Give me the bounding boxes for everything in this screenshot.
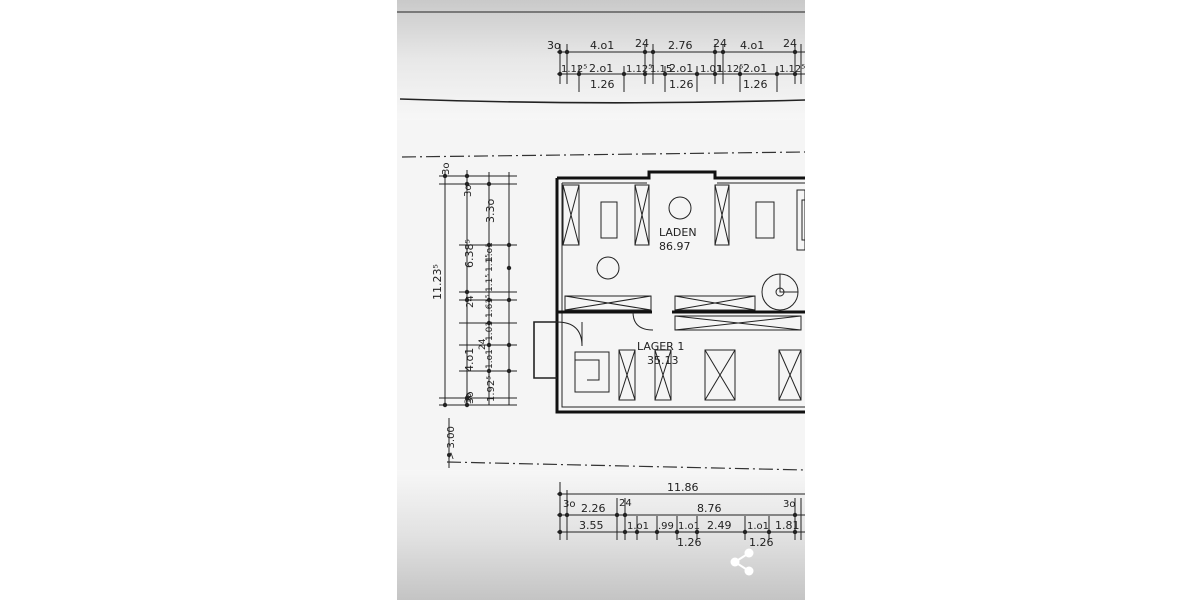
left-dim-mid-2: 6.38⁵ [463, 239, 476, 268]
floor-plan-drawing: 3o 4.o1 24 2.76 24 4.o1 24 1.12⁵ 2.o1 1.… [397, 0, 805, 600]
lager-stair [574, 351, 610, 393]
room-area-lager: 35.13 [647, 354, 679, 367]
left-dim-mid-3: 24 [465, 295, 476, 308]
bottom-dimension-chain: 11.86 3o 2.26 24 8.76 3o 3.55 1.o1 .99 1… [557, 481, 805, 549]
left-dim-inner-10: 1.92⁵ [486, 376, 497, 402]
left-dim-inner-6: 1.61⁵ [485, 294, 495, 318]
top-dim-2-7: 1.12⁵ [717, 64, 743, 75]
left-dim-total: 11.23⁵ [431, 264, 444, 300]
room-area-laden: 86.97 [659, 240, 691, 253]
bottom-dim-3-2: 1.o1 [627, 521, 649, 532]
bottom-axis-line [446, 461, 805, 471]
left-dim-mid-1: 3o [441, 163, 452, 175]
left-dim-mid-4: 4.o1 [463, 348, 476, 372]
share-icon[interactable] [730, 548, 754, 576]
building-walls [533, 170, 805, 414]
bottom-dim-4-2: 1.26 [749, 536, 774, 549]
left-dim-inner-7: 1.01 [485, 321, 495, 341]
left-dim-inner-8: 24 [478, 338, 488, 350]
top-dim-1-4: 2.76 [668, 39, 693, 52]
top-dimension-chain: 3o 4.o1 24 2.76 24 4.o1 24 1.12⁵ 2.o1 1.… [547, 37, 805, 92]
left-dim-inner-4: 1.1⁵ [485, 254, 495, 272]
door-swing [632, 311, 654, 331]
bottom-shadow [397, 470, 805, 600]
left-dim-inner-3: 1.o1 [485, 242, 495, 262]
shelving-units [562, 184, 805, 401]
bottom-dim-3-1: 3.55 [579, 519, 604, 532]
top-dim-2-4: 1.15 [650, 64, 672, 75]
left-dim-mid-5: 3o [465, 392, 476, 404]
left-dim-inner-2: 3.3o [484, 199, 497, 223]
top-dim-2-6: 1.01 [700, 64, 722, 75]
top-dim-1-7: 24 [783, 37, 797, 50]
top-dim-2-8: 2.o1 [743, 62, 767, 75]
floor-plan-sheet: 3o 4.o1 24 2.76 24 4.o1 24 1.12⁵ 2.o1 1.… [397, 0, 805, 600]
left-dim-inner-1: 3o [463, 185, 474, 197]
top-dim-1-1: 3o [547, 39, 561, 52]
bottom-dim-4-1: 1.26 [677, 536, 702, 549]
left-dim-setback: > 3.00 [446, 426, 457, 460]
top-dim-3-1: 1.26 [590, 78, 615, 91]
bottom-dim-2-4: 8.76 [697, 502, 722, 515]
bottom-dim-2-5: 3o [783, 499, 795, 510]
top-dim-1-5: 24 [713, 37, 727, 50]
top-dim-1-2: 4.o1 [590, 39, 614, 52]
bottom-dim-3-3: .99 [658, 521, 674, 532]
room-name-lager: LAGER 1 [637, 340, 684, 353]
top-dim-2-3: 1.12⁵ [626, 64, 652, 75]
top-dim-2-1: 1.12⁵ [561, 64, 587, 75]
bottom-dim-2-2: 2.26 [581, 502, 606, 515]
bottom-dim-2-3: 24 [619, 498, 632, 509]
left-dimension-chain: 11.23⁵ 3o 6.38⁵ 24 4.o1 3o 3o 3.3o 1.o1 … [431, 163, 517, 468]
bottom-dim-total: 11.86 [667, 481, 699, 494]
top-dim-2-2: 2.o1 [589, 62, 613, 75]
top-dim-2-5: 2.o1 [669, 62, 693, 75]
bottom-dim-2-1: 3o [563, 499, 575, 510]
bottom-dim-3-4: 1.o1 [678, 521, 700, 532]
top-dim-3-2: 1.26 [669, 78, 694, 91]
bottom-dim-3-5: 2.49 [707, 519, 732, 532]
top-dim-1-6: 4.o1 [740, 39, 764, 52]
left-dim-inner-11: 3o [464, 392, 474, 404]
bottom-dim-3-7: 1.81 [775, 519, 800, 532]
top-cut-line [399, 98, 805, 104]
spiral-stair [761, 273, 799, 311]
top-shadow [397, 0, 805, 120]
top-dim-2-9: 1.12⁵ [779, 64, 805, 75]
top-axis-line [401, 151, 805, 158]
top-dim-3-3: 1.26 [743, 78, 768, 91]
left-dim-inner-5: 1.1⁵ [485, 274, 495, 292]
left-dim-inner-9: 1.o1 [485, 349, 495, 369]
bottom-dim-3-6: 1.o1 [747, 521, 769, 532]
top-dim-1-3: 24 [635, 37, 649, 50]
display-fixtures [596, 196, 775, 280]
room-name-laden: LADEN [659, 226, 697, 239]
